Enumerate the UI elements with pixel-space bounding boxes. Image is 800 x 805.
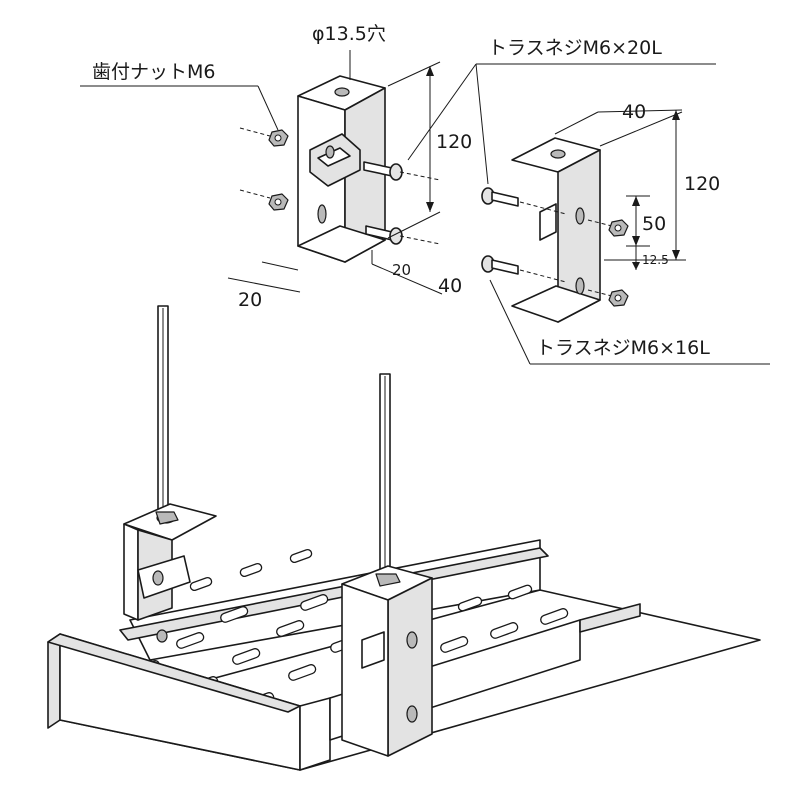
right-hardware <box>481 187 629 307</box>
left-bracket <box>297 75 386 263</box>
nut-icon <box>608 219 629 237</box>
dim-right-offset: 12.5 <box>642 253 669 267</box>
dim-right-height: 120 <box>684 173 720 195</box>
hanger-rod-right <box>379 373 391 577</box>
dim-left-slot: 20 <box>392 261 411 279</box>
label-screw-20: トラスネジM6×20L <box>488 37 662 59</box>
label-nut: 歯付ナットM6 <box>92 61 215 83</box>
dim-right-width: 40 <box>622 101 646 123</box>
dim-left-width: 20 <box>238 289 262 311</box>
screw-20-callout: トラスネジM6×20L <box>407 37 716 185</box>
left-dimensions: 120 20 40 20 <box>227 61 472 311</box>
screw-16-callout: トラスネジM6×16L <box>489 279 770 365</box>
nut-icon <box>268 129 289 147</box>
nut-callout: 歯付ナットM6 <box>80 61 279 131</box>
right-bracket <box>511 137 601 323</box>
nut-icon <box>608 289 629 307</box>
cable-tray-assembly <box>47 305 761 771</box>
label-hole: φ13.5穴 <box>312 23 386 45</box>
nut-icon <box>268 193 289 211</box>
label-screw-16: トラスネジM6×16L <box>536 337 710 359</box>
left-hardware <box>239 127 441 245</box>
right-dimensions: 40 120 50 12.5 <box>554 101 720 270</box>
hanger-rod-left <box>157 305 169 513</box>
screw-icon <box>481 255 519 275</box>
screw-icon <box>481 187 519 207</box>
dim-right-spacing: 50 <box>642 213 666 235</box>
assembled-bracket-left <box>123 503 217 643</box>
dim-left-depth: 40 <box>438 275 462 297</box>
hole-callout: φ13.5穴 <box>312 23 386 80</box>
dim-left-height: 120 <box>436 131 472 153</box>
assembled-bracket-right <box>341 565 433 757</box>
